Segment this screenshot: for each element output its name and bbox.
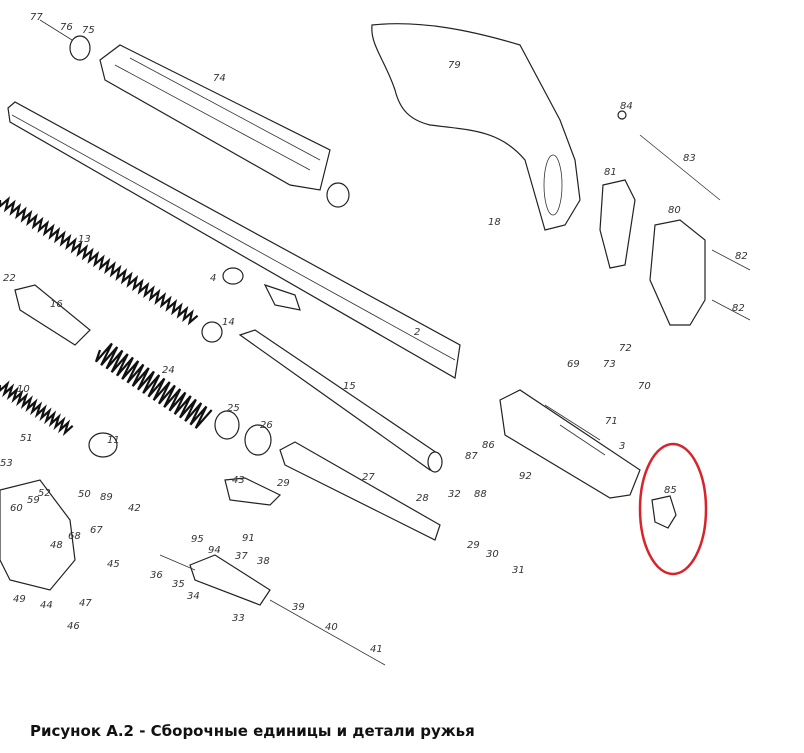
part-label-16: 16	[50, 299, 63, 310]
part-label-32: 32	[448, 489, 461, 500]
part-label-92: 92	[519, 471, 532, 482]
part-label-73: 73	[603, 359, 616, 370]
part-label-59: 59	[27, 495, 40, 506]
part-label-42: 42	[128, 503, 141, 514]
part-85-latch	[651, 495, 677, 529]
part-label-14: 14	[222, 317, 235, 328]
part-label-52: 52	[38, 488, 51, 499]
receiver-part	[499, 389, 641, 499]
part-label-87: 87	[465, 451, 478, 462]
part-label-31: 31	[512, 565, 525, 576]
part-label-41: 41	[370, 644, 383, 655]
part-label-88: 88	[474, 489, 487, 500]
part-label-71: 71	[605, 416, 618, 427]
part-label-10: 10	[17, 384, 30, 395]
part-label-76: 76	[60, 22, 73, 33]
part-label-24: 24	[162, 365, 175, 376]
part-label-26: 26	[260, 420, 273, 431]
part-label-47: 47	[79, 598, 92, 609]
part-label-80: 80	[668, 205, 681, 216]
part-label-25: 25	[227, 403, 240, 414]
part-label-94: 94	[208, 545, 221, 556]
spring-10	[0, 380, 74, 437]
part-label-95: 95	[191, 534, 204, 545]
part-label-45: 45	[107, 559, 120, 570]
part-label-51: 51	[20, 433, 33, 444]
part-label-43: 43	[232, 475, 245, 486]
part-label-83: 83	[683, 153, 696, 164]
part-label-34: 34	[187, 591, 200, 602]
part-label-40: 40	[325, 622, 338, 633]
part-label-13: 13	[78, 234, 91, 245]
part-label-15: 15	[343, 381, 356, 392]
part-label-91: 91	[242, 533, 255, 544]
barrel-part	[7, 101, 461, 379]
part-label-38: 38	[257, 556, 270, 567]
part-label-44: 44	[40, 600, 53, 611]
part-label-75: 75	[82, 25, 95, 36]
part-label-72: 72	[619, 343, 632, 354]
part-label-49: 49	[13, 594, 26, 605]
part-label-82: 82	[732, 303, 745, 314]
highlight-circle	[638, 442, 708, 576]
part-label-30: 30	[486, 549, 499, 560]
part-label-82: 82	[735, 251, 748, 262]
forend-part	[99, 44, 331, 191]
part-label-29: 29	[467, 540, 480, 551]
part-label-2: 2	[414, 327, 420, 338]
part-label-84: 84	[620, 101, 633, 112]
part-label-74: 74	[213, 73, 226, 84]
stock-part	[371, 23, 581, 231]
part-label-46: 46	[67, 621, 80, 632]
part-label-36: 36	[150, 570, 163, 581]
part-label-60: 60	[10, 503, 23, 514]
part-label-50: 50	[78, 489, 91, 500]
part-label-48: 48	[50, 540, 63, 551]
part-label-35: 35	[172, 579, 185, 590]
part-label-53: 53	[0, 458, 13, 469]
part-label-81: 81	[604, 167, 617, 178]
part-label-4: 4	[210, 273, 216, 284]
part-label-86: 86	[482, 440, 495, 451]
part-label-29: 29	[277, 478, 290, 489]
part-label-68: 68	[68, 531, 81, 542]
part-label-27: 27	[362, 472, 375, 483]
part-label-37: 37	[235, 551, 248, 562]
part-label-67: 67	[90, 525, 103, 536]
part-label-28: 28	[416, 493, 429, 504]
spring-13	[0, 196, 199, 326]
part-label-22: 22	[3, 273, 16, 284]
part-label-18: 18	[488, 217, 501, 228]
part-label-70: 70	[638, 381, 651, 392]
part-label-11: 11	[107, 435, 120, 446]
part-label-79: 79	[448, 60, 461, 71]
part-label-85: 85	[664, 485, 677, 496]
spring-24	[94, 342, 213, 429]
part-label-33: 33	[232, 613, 245, 624]
part-label-3: 3	[619, 441, 625, 452]
part-label-89: 89	[100, 492, 113, 503]
figure-caption: Рисунок А.2 - Сборочные единицы и детали…	[30, 722, 475, 740]
part-label-69: 69	[567, 359, 580, 370]
part-label-77: 77	[30, 12, 43, 23]
part-label-39: 39	[292, 602, 305, 613]
